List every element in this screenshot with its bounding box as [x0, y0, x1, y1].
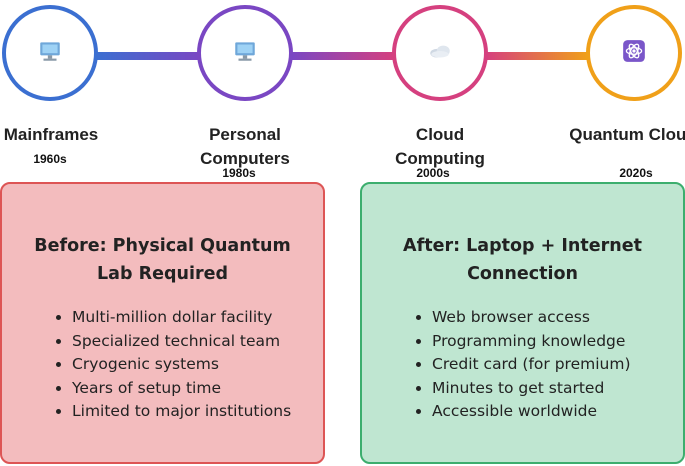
stage-mainframes-year: 1960s: [33, 152, 67, 166]
list-item: Multi-million dollar facility: [72, 306, 291, 330]
timeline-connector-1: [96, 52, 200, 60]
list-item: Web browser access: [432, 306, 631, 330]
cloud-icon: [427, 38, 453, 68]
list-item: Limited to major institutions: [72, 400, 291, 424]
list-item: Years of setup time: [72, 377, 291, 401]
stage-cloud-computing-label: Cloud Computing: [395, 125, 485, 168]
computer-icon: [37, 38, 63, 68]
stage-personal-computers-label: Personal Computers: [200, 125, 290, 168]
computer-icon: [232, 38, 258, 68]
stage-personal-computers-year: 1980s: [222, 166, 256, 180]
before-list: Multi-million dollar facility Specialize…: [52, 306, 291, 424]
atom-icon: [621, 38, 647, 68]
after-list: Web browser access Programming knowledge…: [412, 306, 631, 424]
stage-mainframes-circle: [2, 5, 98, 101]
stage-personal-computers-circle: [197, 5, 293, 101]
list-item: Minutes to get started: [432, 377, 631, 401]
list-item: Cryogenic systems: [72, 353, 291, 377]
list-item: Credit card (for premium): [432, 353, 631, 377]
after-title: After: Laptop + Internet Connection: [403, 236, 642, 284]
stage-cloud-computing-year: 2000s: [416, 166, 450, 180]
before-card: Before: Physical Quantum Lab Required Mu…: [0, 182, 325, 464]
before-title: Before: Physical Quantum Lab Required: [34, 236, 291, 284]
after-card: After: Laptop + Internet Connection Web …: [360, 182, 685, 464]
stage-cloud-computing-circle: [392, 5, 488, 101]
stage-quantum-cloud-year: 2020s: [619, 166, 653, 180]
timeline-connector-2: [292, 52, 394, 60]
list-item: Accessible worldwide: [432, 400, 631, 424]
list-item: Programming knowledge: [432, 330, 631, 354]
stage-quantum-cloud-label: Quantum Cloud: [569, 125, 685, 144]
stage-mainframes-label: Mainframes: [3, 125, 99, 144]
timeline-connector-3: [486, 52, 588, 60]
list-item: Specialized technical team: [72, 330, 291, 354]
stage-quantum-cloud-circle: [586, 5, 682, 101]
